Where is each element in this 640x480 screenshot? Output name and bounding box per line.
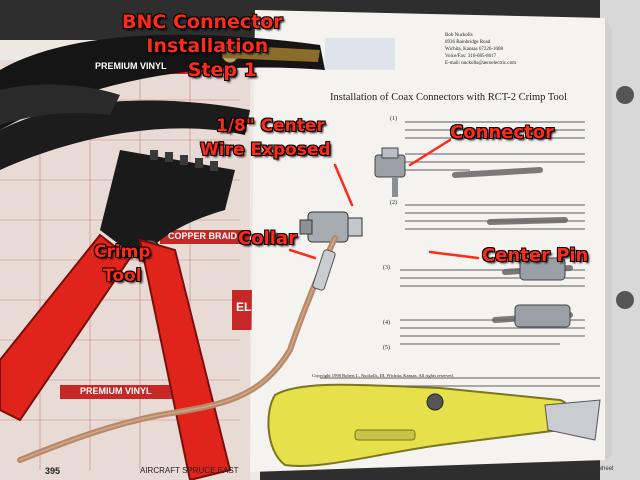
crimp-tool-label: Crimp Tool xyxy=(94,240,151,288)
collar-label: Collar xyxy=(238,228,297,249)
sheet-copyright: Copyright 1998 Robert L. Nuckolls, III, … xyxy=(312,373,454,378)
wire-exposed-label: 1/8" Center Wire Exposed xyxy=(200,114,331,162)
crimp-line: Tool xyxy=(103,266,142,286)
sheet-address: Bob Nuckolls 6936 Bainbridge Road Wichit… xyxy=(445,32,516,67)
address-line: Voice/Fax: 316-685-8617 xyxy=(445,54,497,59)
address-line: E-mail: nuckolls@aeroelectric.com xyxy=(445,61,516,66)
crimp-tool xyxy=(0,34,325,480)
catalog-side-tab: EL xyxy=(236,300,252,314)
address-line: 6936 Bainbridge Road xyxy=(445,40,491,45)
wire-line: Wire Exposed xyxy=(200,140,331,160)
step-number: (4) xyxy=(383,320,390,326)
wire-line: 1/8" Center xyxy=(216,116,325,136)
catalog-banner: PREMIUM VINYL xyxy=(95,61,167,71)
catalog-page-number: 395 xyxy=(45,466,61,476)
address-line: Wichita, Kansas 67226-1008 xyxy=(445,47,503,52)
connector-label: Connector xyxy=(450,122,554,143)
title-line: BNC Connector xyxy=(122,11,283,33)
crimp-line: Crimp xyxy=(94,242,151,262)
title-line: Step 1 xyxy=(187,59,257,81)
center-pin-label: Center Pin xyxy=(482,245,589,266)
catalog-banner: COPPER BRAID xyxy=(168,231,238,241)
step-number: (5) xyxy=(383,345,390,351)
step-number: (1) xyxy=(390,116,397,122)
catalog-footer: AIRCRAFT SPRUCE EAST xyxy=(140,466,239,475)
title-line: Installation xyxy=(146,35,269,57)
annotation-arrows xyxy=(288,138,480,260)
bnc-connector xyxy=(299,211,363,243)
address-line: Bob Nuckolls xyxy=(445,33,473,38)
sheet-title: Installation of Coax Connectors with RCT… xyxy=(330,92,567,103)
sheet-connector-illustration xyxy=(374,147,406,197)
title-label: BNC Connector Installation Step 1 xyxy=(122,10,283,82)
step-number: (2) xyxy=(390,200,397,206)
utility-knife xyxy=(267,383,601,467)
catalog-banner: PREMIUM VINYL xyxy=(80,386,152,396)
corner-note: Europe XS Monowheel xyxy=(552,466,614,472)
step-number: (3) xyxy=(383,265,390,271)
